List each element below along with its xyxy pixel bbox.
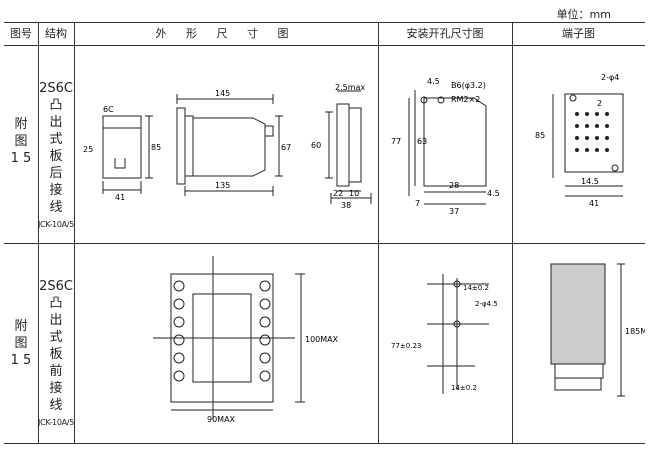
header-mounting: 安装开孔尺寸图 (406, 27, 484, 40)
header-bottom-border (4, 45, 645, 46)
label-mount-side: 7 (415, 199, 420, 208)
label-side-top: 145 (215, 89, 230, 98)
label-term-hole: 2-φ4 (601, 73, 619, 82)
label-term-w2: 41 (589, 199, 599, 208)
label-front-width: 41 (115, 193, 125, 202)
label-mount-hole: B6(φ3.2) (451, 81, 486, 90)
label-back-b1: 22 (333, 189, 343, 198)
label-term-pin: 2 (597, 99, 602, 108)
table-bottom-border (4, 443, 645, 444)
column-divider (38, 22, 39, 443)
label-mount-b1: 28 (449, 181, 459, 190)
label-side-height: 67 (281, 143, 291, 152)
label-back-top: 2.5max (335, 83, 365, 92)
figure-number-2: 附 图 1 5 (10, 319, 32, 368)
structure-code: 2S6C (39, 279, 73, 294)
model-number: JCK-10A/5 (38, 220, 74, 229)
label-back-b2: 10 (349, 189, 359, 198)
label-side-bottom: 135 (215, 181, 230, 190)
terminal-drawing-rear: 2-φ4 2 85 14.5 41 (535, 73, 624, 208)
model-number: JCK-10A/5 (38, 418, 74, 427)
label-mount-b2: 4.5 (487, 189, 500, 198)
label-term-height: 85 (535, 131, 545, 140)
header-terminal: 端子图 (562, 27, 595, 40)
label-front-height: 100MAX (305, 335, 339, 344)
header-structure: 结构 (45, 27, 67, 40)
column-divider (378, 22, 379, 443)
row-divider (4, 243, 645, 244)
label-mount-h2: 63 (417, 137, 427, 146)
mounting-drawing-rear: 4.5 B6(φ3.2) RM2×2 77 63 28 4.5 37 7 (391, 77, 500, 216)
table-top-border (4, 22, 645, 23)
outline-drawing-front: 100MAX 90MAX (153, 256, 339, 424)
header-figure-no: 图号 (10, 27, 32, 40)
structure-code: 2S6C (39, 81, 73, 96)
front-view-body (102, 115, 142, 179)
label-mount-b3: 37 (449, 207, 459, 216)
label-front-top: 6C (103, 105, 114, 114)
terminal-screws-left (173, 280, 271, 382)
relay-body (550, 263, 606, 365)
label-mount-hole: 2-φ4.5 (475, 300, 498, 308)
mounting-drawing-front: 14±0.2 2-φ4.5 77±0.23 14±0.2 (391, 274, 498, 394)
unit-label: 单位：mm (556, 8, 611, 21)
label-back-b3: 38 (341, 201, 351, 210)
figure-number-1: 附 图 1 5 (10, 117, 32, 166)
label-mount-height: 77±0.23 (391, 342, 421, 350)
outline-drawing-rear: 6C 25 85 41 145 67 135 2.5max 60 22 10 3… (83, 83, 372, 210)
terminal-drawing-front: 185MAX (550, 263, 645, 397)
header-dimensions: 外 形 尺 寸 图 (155, 27, 297, 40)
label-front-side: 25 (83, 145, 93, 154)
label-mount-rm: RM2×2 (451, 95, 480, 104)
label-front-height: 85 (151, 143, 161, 152)
label-mount-top: 14±0.2 (463, 284, 489, 292)
structure-cell-2: 2S6C 凸 出 式 板 前 接 线 JCK-10A/5 (38, 278, 74, 431)
label-term-w1: 14.5 (581, 177, 599, 186)
label-mount-top: 4.5 (427, 77, 440, 86)
label-term-height: 185MAX (625, 327, 645, 336)
column-divider (74, 22, 75, 443)
label-back-height: 60 (311, 141, 321, 150)
label-mount-bottom: 14±0.2 (451, 384, 477, 392)
structure-cell-1: 2S6C 凸 出 式 板 后 接 线 JCK-10A/5 (38, 80, 74, 233)
label-mount-h1: 77 (391, 137, 401, 146)
label-front-width: 90MAX (207, 415, 236, 424)
column-divider (512, 22, 513, 443)
terminal-pins (575, 112, 609, 152)
